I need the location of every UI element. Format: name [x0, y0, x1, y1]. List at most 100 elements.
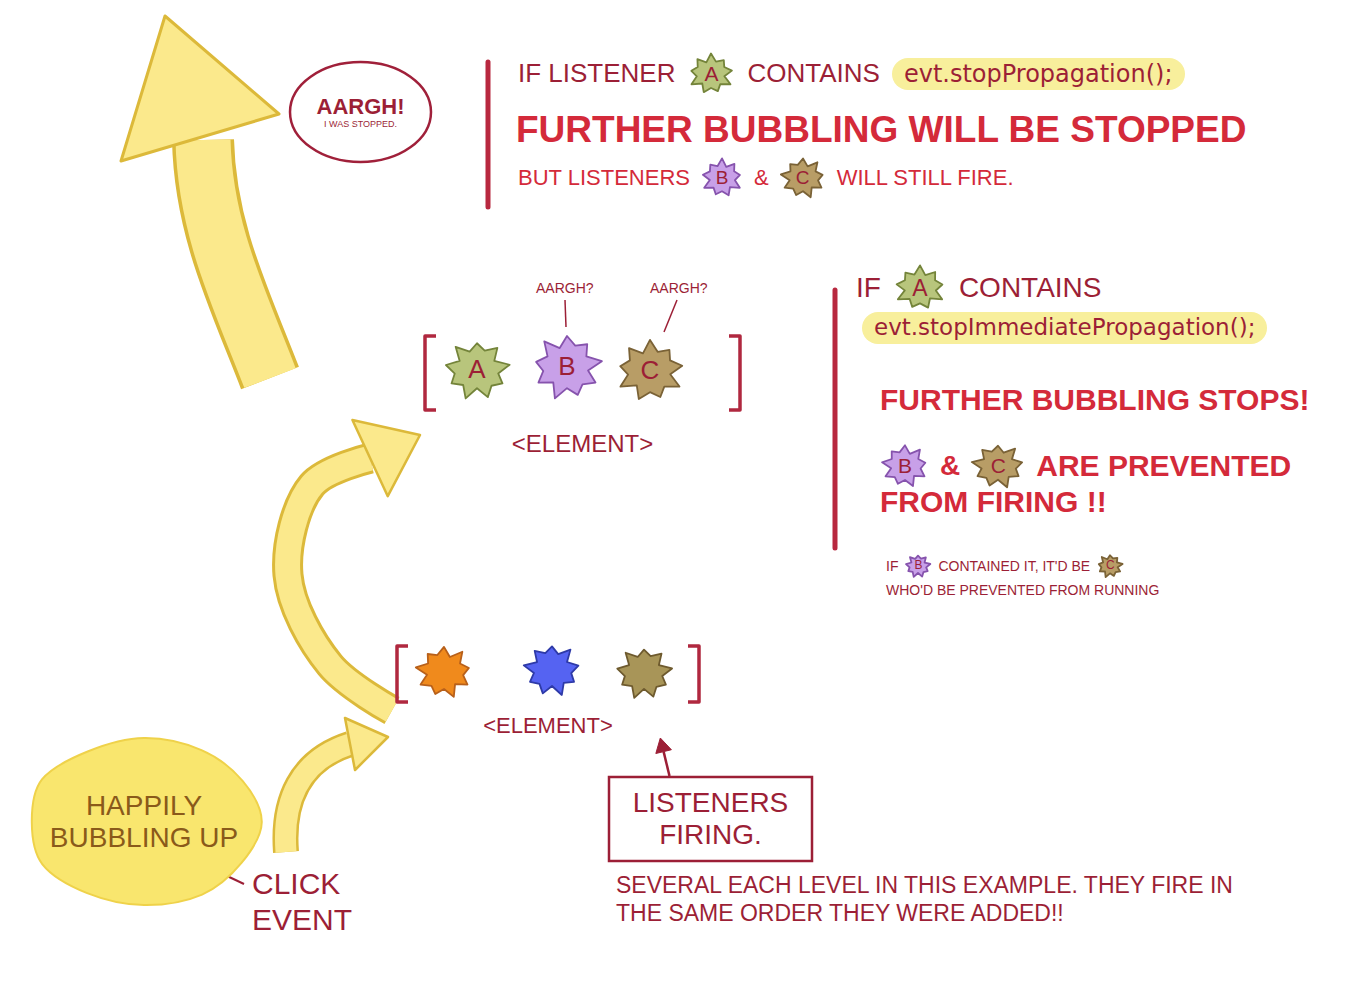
- node-text: <ELEMENT>: [512, 430, 653, 458]
- leader-line: [565, 300, 566, 327]
- divider-bar: [486, 62, 491, 207]
- listener-icon: [416, 647, 469, 697]
- node-text: B: [898, 454, 912, 478]
- speech-bubble: AARGH!I WAS STOPPED.: [288, 60, 433, 164]
- bracket: [688, 646, 699, 702]
- node-text: B: [558, 352, 575, 382]
- node-content: C: [970, 442, 1026, 490]
- node-content: A: [687, 52, 735, 96]
- bubble-outline: [290, 62, 431, 162]
- node-text: C: [1106, 559, 1115, 573]
- listener-icon: C: [779, 156, 827, 200]
- node-content: B: [530, 332, 604, 402]
- arrow-shaft-outline: [203, 140, 270, 378]
- blob-outline: [32, 738, 262, 905]
- star-outline: [620, 340, 682, 399]
- star-outline: [446, 343, 510, 398]
- node-text: C: [641, 356, 660, 386]
- listener-icon: A: [687, 52, 735, 96]
- star-outline: [1099, 555, 1123, 577]
- node-content: B: [880, 443, 930, 489]
- headline-text: &: [940, 449, 960, 483]
- arrow-shaft: [285, 744, 350, 852]
- listener-icon: [617, 650, 672, 698]
- divider-bar: [833, 290, 838, 548]
- node-content: A: [893, 264, 947, 312]
- annotation-text: CONTAINS: [959, 271, 1102, 305]
- arrow-head: [352, 420, 420, 496]
- node-content: LISTENERS FIRING.: [622, 776, 799, 862]
- star-outline: [882, 445, 925, 486]
- star-outline: [906, 556, 930, 577]
- headline-text: FURTHER BUBBLING STOPS!: [880, 382, 1309, 418]
- bracket: [397, 646, 408, 702]
- arrow-shaft: [288, 458, 392, 710]
- node-content: C: [614, 338, 686, 404]
- arrow-head: [121, 16, 279, 161]
- code-snippet: evt.stopImmediatePropagation();: [862, 312, 1267, 344]
- node-text: I WAS STOPPED.: [324, 119, 397, 129]
- node-text: LISTENERS FIRING.: [622, 787, 799, 851]
- annotation-text: BUT LISTENERS: [518, 165, 690, 191]
- footnote-text: WHO'D BE PREVENTED FROM RUNNING: [886, 582, 1159, 599]
- headline-text: FURTHER BUBBLING WILL BE STOPPED: [516, 108, 1246, 152]
- star-outline: [692, 53, 733, 92]
- node-text: <ELEMENT>: [483, 713, 613, 738]
- node-text: HAPPILY BUBBLING UP: [36, 790, 252, 854]
- node-content: C: [1096, 553, 1124, 579]
- annotation-text: &: [754, 165, 769, 191]
- node-content: C: [779, 156, 827, 200]
- footnote-text: IF: [886, 558, 898, 575]
- star-outline: [972, 446, 1022, 488]
- node-content: <ELEMENT>: [392, 640, 704, 738]
- highlight-blob: HAPPILY BUBBLING UP: [26, 736, 262, 908]
- listener-icon: B: [904, 553, 932, 579]
- listener-icon: A: [893, 264, 947, 312]
- bracket: [729, 336, 740, 410]
- node-content: AARGH!I WAS STOPPED.: [298, 60, 423, 164]
- node-text: B: [914, 559, 922, 573]
- node-content: HAPPILY BUBBLING UP: [36, 736, 252, 908]
- flow-arrow: [656, 738, 672, 776]
- element-box: <ELEMENT>A B C: [420, 330, 745, 458]
- arrow-head: [656, 738, 672, 753]
- arrow-shaft: [203, 140, 270, 378]
- star-outline: [703, 158, 740, 195]
- listener-icon: B: [880, 443, 930, 489]
- listener-icon: C: [1096, 553, 1124, 579]
- star-outline: [897, 265, 943, 307]
- bracket: [425, 336, 436, 410]
- arrow-head: [345, 718, 388, 770]
- annotation-text: CONTAINS: [747, 58, 879, 89]
- footnote-text: CONTAINED IT, IT'D BE: [938, 558, 1090, 575]
- code-snippet: evt.stopPropagation();: [892, 58, 1185, 91]
- flow-arrow: [288, 420, 420, 711]
- leader-line: [664, 300, 677, 332]
- note-box: LISTENERS FIRING.: [608, 776, 813, 862]
- star-outline: [781, 159, 823, 198]
- exclamation-text: AARGH?: [650, 280, 708, 297]
- listener-icon: B: [700, 157, 744, 199]
- box-outline: [609, 777, 812, 861]
- arrow-shaft-outline: [288, 458, 392, 710]
- headline-text: ARE PREVENTED FROM FIRING !!: [880, 448, 1340, 520]
- listener-icon: [524, 646, 579, 695]
- node-content: B: [904, 553, 932, 579]
- node-text: C: [796, 167, 810, 189]
- annotation-text: IF LISTENER: [518, 58, 675, 89]
- listener-icon: B: [530, 332, 604, 402]
- element-box: <ELEMENT>: [392, 640, 704, 738]
- node-text: A: [912, 275, 927, 301]
- listener-icon: C: [614, 338, 686, 404]
- node-content: A: [442, 338, 512, 402]
- exclamation-text: AARGH?: [536, 280, 594, 297]
- event-label: CLICK EVENT: [252, 866, 372, 938]
- node-text: AARGH!: [317, 94, 405, 119]
- arrow-shaft-outline: [285, 744, 350, 852]
- listener-icon: C: [970, 442, 1026, 490]
- annotation-text: IF: [856, 271, 881, 305]
- star-outline: [536, 336, 602, 398]
- note-text: SEVERAL EACH LEVEL IN THIS EXAMPLE. THEY…: [616, 872, 1236, 927]
- node-text: C: [991, 454, 1006, 478]
